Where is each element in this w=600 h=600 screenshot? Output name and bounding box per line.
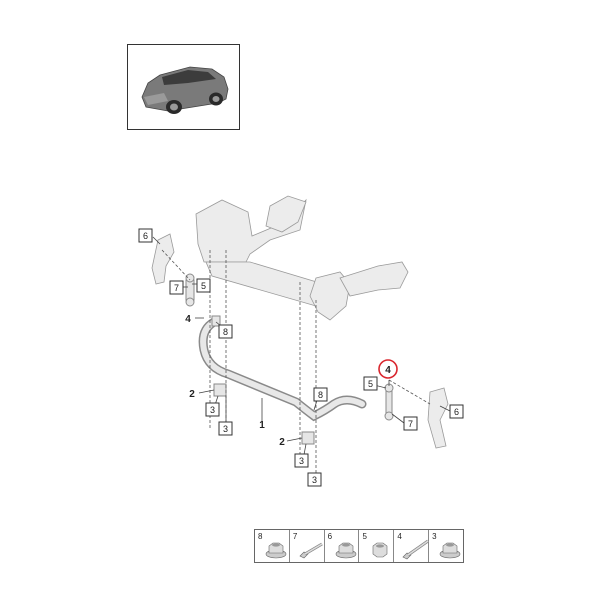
bushing-right	[301, 431, 315, 445]
vehicle-thumbnail	[127, 44, 240, 130]
legend-number: 6	[327, 532, 333, 541]
svg-text:6: 6	[454, 407, 459, 417]
left-coupling-link	[185, 273, 195, 307]
bolt-icon	[299, 542, 323, 559]
callout-3-left-a: 3	[205, 402, 220, 417]
callout-3-right-a: 3	[294, 453, 309, 468]
svg-text:8: 8	[318, 390, 323, 400]
end-bolt	[211, 315, 221, 327]
svg-text:1: 1	[259, 420, 265, 431]
svg-text:5: 5	[201, 281, 206, 291]
legend-number: 8	[258, 532, 263, 541]
callout-2-left: 2	[189, 389, 195, 400]
svg-text:3: 3	[312, 475, 317, 485]
callout-8-left: 8	[218, 324, 233, 339]
svg-text:8: 8	[223, 327, 228, 337]
legend-item: 5	[359, 530, 395, 562]
callout-3-right-b: 3	[307, 472, 322, 487]
callout-1: 1	[259, 420, 265, 431]
legend-item: 8	[255, 530, 290, 562]
callout-6-left: 6	[138, 228, 153, 243]
svg-text:5: 5	[368, 379, 373, 389]
svg-text:3: 3	[299, 456, 304, 466]
bushing-left	[213, 383, 227, 397]
callout-7-left: 7	[169, 280, 184, 295]
callout-8-right: 8	[313, 387, 328, 402]
callout-5-right: 5	[363, 376, 378, 391]
legend-number: 5	[362, 532, 367, 541]
callout-4-highlighted: 4	[378, 359, 398, 379]
svg-text:6: 6	[143, 231, 148, 241]
flange-nut-icon	[335, 542, 356, 559]
legend-item: 6	[325, 530, 360, 562]
svg-text:7: 7	[174, 283, 179, 293]
legend-item: 3	[429, 530, 463, 562]
svg-text:4: 4	[185, 314, 191, 325]
suv-car-icon	[141, 66, 229, 114]
legend-number: 4	[397, 532, 402, 541]
callout-3-left-b: 3	[218, 421, 233, 436]
callout-2-right: 2	[279, 437, 285, 448]
fastener-legend: 8 7 6 5 4	[254, 529, 464, 563]
highlight-ring	[378, 359, 398, 379]
right-coupling-link	[384, 383, 394, 421]
svg-text:3: 3	[223, 424, 228, 434]
right-bracket	[427, 387, 449, 449]
legend-number: 3	[432, 532, 437, 541]
svg-text:2: 2	[189, 389, 195, 400]
callout-4-left: 4	[185, 314, 191, 325]
front-subframe	[195, 195, 409, 321]
legend-item: 7	[290, 530, 325, 562]
callout-6-right: 6	[449, 404, 464, 419]
svg-text:4: 4	[385, 365, 391, 376]
callout-5-left: 5	[196, 278, 211, 293]
flange-nut-icon	[265, 542, 287, 559]
hex-nut-icon	[373, 542, 388, 558]
callout-7-right: 7	[403, 416, 418, 431]
legend-number: 7	[292, 532, 298, 541]
flange-nut-icon	[439, 542, 461, 559]
legend-item: 4	[394, 530, 430, 562]
svg-text:7: 7	[408, 419, 413, 429]
svg-text:3: 3	[210, 405, 215, 415]
svg-text:2: 2	[279, 437, 285, 448]
long-bolt-icon	[402, 539, 430, 560]
left-bracket	[151, 233, 175, 285]
